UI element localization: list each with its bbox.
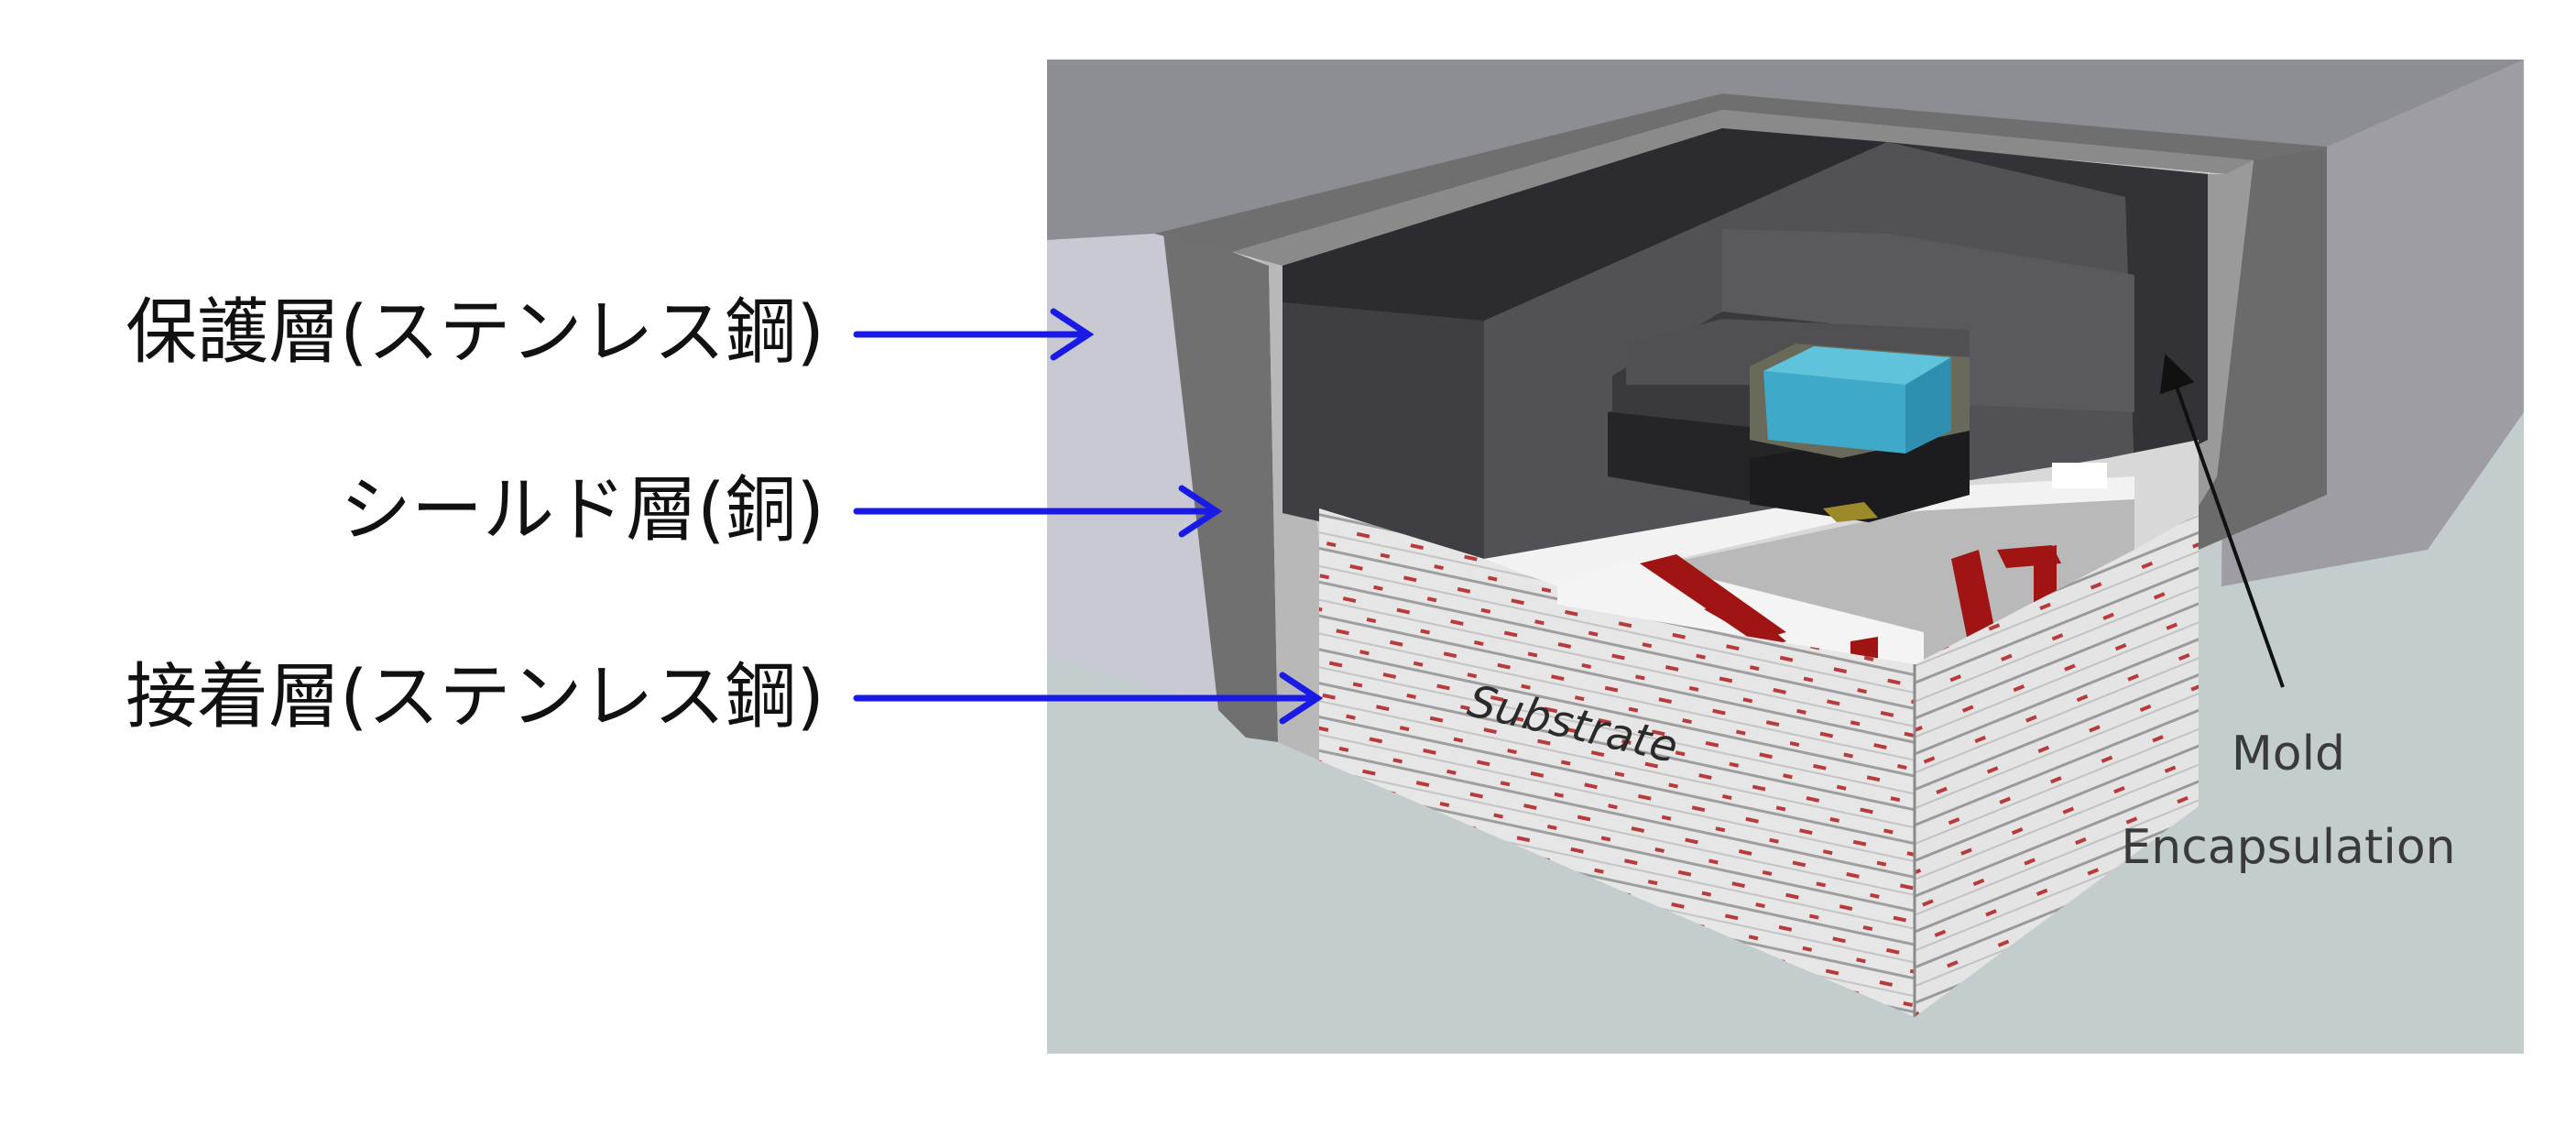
shield-layer-left-wall	[1163, 234, 1278, 742]
shield-layer-top-rim	[1154, 93, 2327, 252]
protective-layer-top-surface	[1047, 60, 2524, 240]
shield-layer-label: シールド層(銅)	[340, 469, 824, 552]
chip-die-top	[1763, 346, 1951, 385]
mold-label-line1: Mold	[2232, 727, 2345, 782]
shield-layer-arrow	[853, 485, 1223, 538]
mold-encapsulation-right-block	[1887, 142, 2208, 476]
adhesion-layer-right-wall	[2194, 160, 2254, 513]
mold-encapsulation-left-block-top	[1283, 128, 1887, 321]
adhesion-layer-label: 接着層(ステンレス鋼)	[126, 656, 824, 738]
shield-layer-right-wall	[2194, 147, 2327, 550]
mold-arrow	[2159, 354, 2285, 688]
substrate-right-face	[1915, 513, 2199, 1017]
chip-die-front	[1763, 371, 1905, 454]
die-gold-edge	[1823, 502, 1878, 522]
adhesion-layer-top-rim	[1232, 110, 2254, 266]
protective-layer-label: 保護層(ステンレス鋼)	[126, 291, 824, 374]
protective-layer-left-face	[1047, 234, 1218, 710]
substrate-front-face	[1319, 508, 1915, 1017]
mold-label-line2: Encapsulation	[2121, 820, 2455, 875]
mold-encapsulation-left-block	[1283, 302, 1484, 559]
adhesion-layer-arrow	[853, 672, 1324, 725]
substrate-white-chip	[2052, 463, 2107, 488]
chip-die-side	[1905, 357, 1951, 454]
protective-layer-arrow	[853, 308, 1095, 361]
